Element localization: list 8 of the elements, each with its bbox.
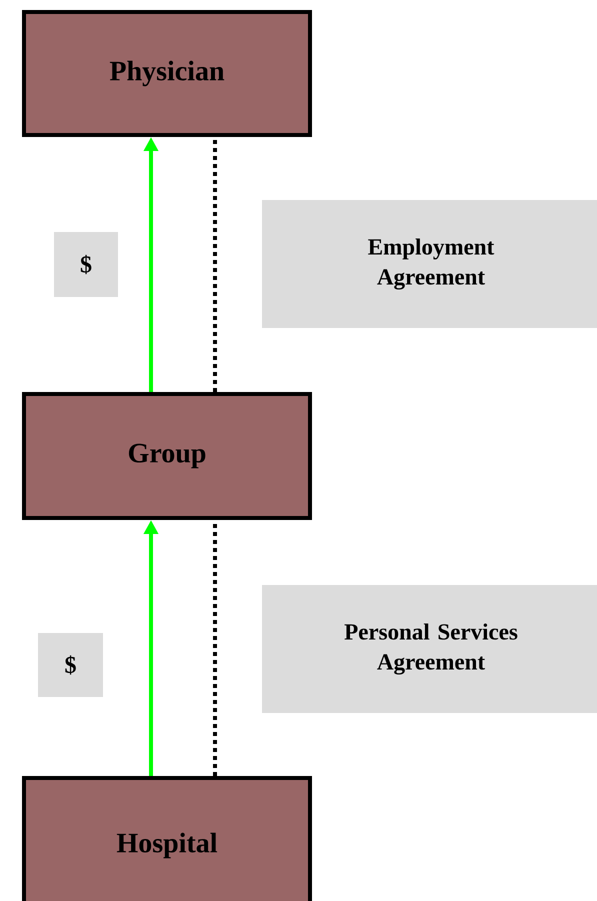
agreement-box: Employment Agreement [262,200,597,328]
payment-label: $ [54,232,118,297]
entity-box: Group [22,392,312,520]
agreement-box: Personal Services Agreement [262,585,597,713]
entity-box: Hospital [22,776,312,901]
dotted-line [213,137,217,392]
entity-box: Physician [22,10,312,137]
payment-label: $ [38,633,103,697]
